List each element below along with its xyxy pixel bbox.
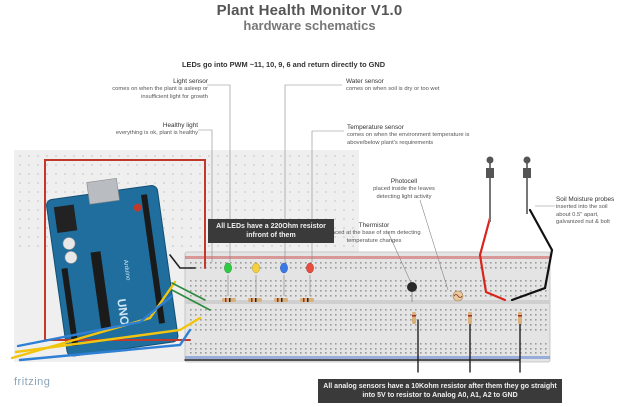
wire-yellow-1 — [14, 316, 202, 354]
photocell-component — [452, 290, 464, 302]
page-subtitle: hardware schematics — [243, 18, 376, 33]
temperature-sensor-desc: comes on when the environment temperatur… — [347, 132, 470, 146]
water-sensor-desc: comes on when soil is dry or too wet — [346, 86, 440, 92]
arduino-board: UNO Arduino — [46, 177, 179, 357]
breadboard — [184, 251, 551, 363]
thermistor-component — [407, 282, 417, 302]
photocell-label: Photocell placed inside the leaves detec… — [364, 178, 444, 201]
wires — [10, 159, 554, 373]
page-title: Plant Health Monitor V1.0 — [216, 2, 403, 19]
leader-lines — [198, 84, 555, 291]
wire-black-probe — [510, 208, 554, 302]
thermistor-desc: placed at the base of stem detecting tem… — [327, 230, 421, 244]
thermistor-title: Thermistor — [358, 222, 390, 229]
soil-probe-left — [486, 156, 494, 222]
wire-green-2 — [171, 289, 211, 311]
led-green — [224, 262, 232, 296]
thermistor-label: Thermistor placed at the base of stem de… — [326, 222, 422, 245]
led-yellow — [252, 262, 260, 296]
water-sensor-label: Water sensor comes on when soil is dry o… — [346, 78, 486, 94]
fritzing-logo: fritzing — [14, 376, 51, 388]
temperature-sensor-title: Temperature sensor — [347, 124, 404, 131]
temperature-sensor-label: Temperature sensor comes on when the env… — [347, 124, 499, 147]
led-red — [306, 262, 314, 296]
soil-probe-right — [523, 156, 531, 214]
soil-probes-label: Soil Moisture probes inserted into the s… — [556, 196, 618, 227]
board-arduino-text: Arduino — [122, 259, 131, 281]
soil-probes-title: Soil Moisture probes — [556, 196, 615, 203]
led-resistor-note: All LEDs have a 220Ohm resistor infront … — [208, 219, 334, 243]
wire-blue-2 — [16, 294, 174, 348]
led-blue — [280, 262, 288, 296]
breadboard-holes — [190, 262, 547, 354]
water-sensor-title: Water sensor — [346, 78, 384, 85]
wire-red-probe — [478, 216, 507, 302]
led-resistors — [222, 298, 314, 302]
wire-red-top — [44, 159, 206, 269]
soil-probes-desc: inserted into the soil about 0.5" apart,… — [556, 204, 610, 225]
wire-yellow-2 — [10, 280, 177, 360]
photocell-desc: placed inside the leaves detecting light… — [373, 186, 435, 200]
wire-black-gnd — [169, 254, 196, 269]
healthy-light-title: Healthy light — [162, 122, 198, 129]
wire-blue-1 — [18, 328, 192, 362]
analog-resistor-note: All analog sensors have a 10Kohm resisto… — [318, 379, 562, 403]
light-sensor-desc: comes on when the plant is asleep or ins… — [112, 86, 208, 100]
healthy-light-label: Healthy light everything is ok, plant is… — [88, 122, 198, 138]
board-uno-text: UNO — [114, 298, 132, 326]
wire-green-1 — [171, 282, 206, 301]
analog-resistors — [412, 312, 522, 324]
light-sensor-title: Light sensor — [173, 78, 208, 85]
photocell-title: Photocell — [390, 178, 418, 185]
healthy-light-desc: everything is ok, plant is healthy — [115, 130, 198, 136]
light-sensor-label: Light sensor comes on when the plant is … — [96, 78, 208, 101]
leds-pwm-heading: LEDs go into PWM ~11, 10, 9, 6 and retur… — [182, 60, 386, 69]
